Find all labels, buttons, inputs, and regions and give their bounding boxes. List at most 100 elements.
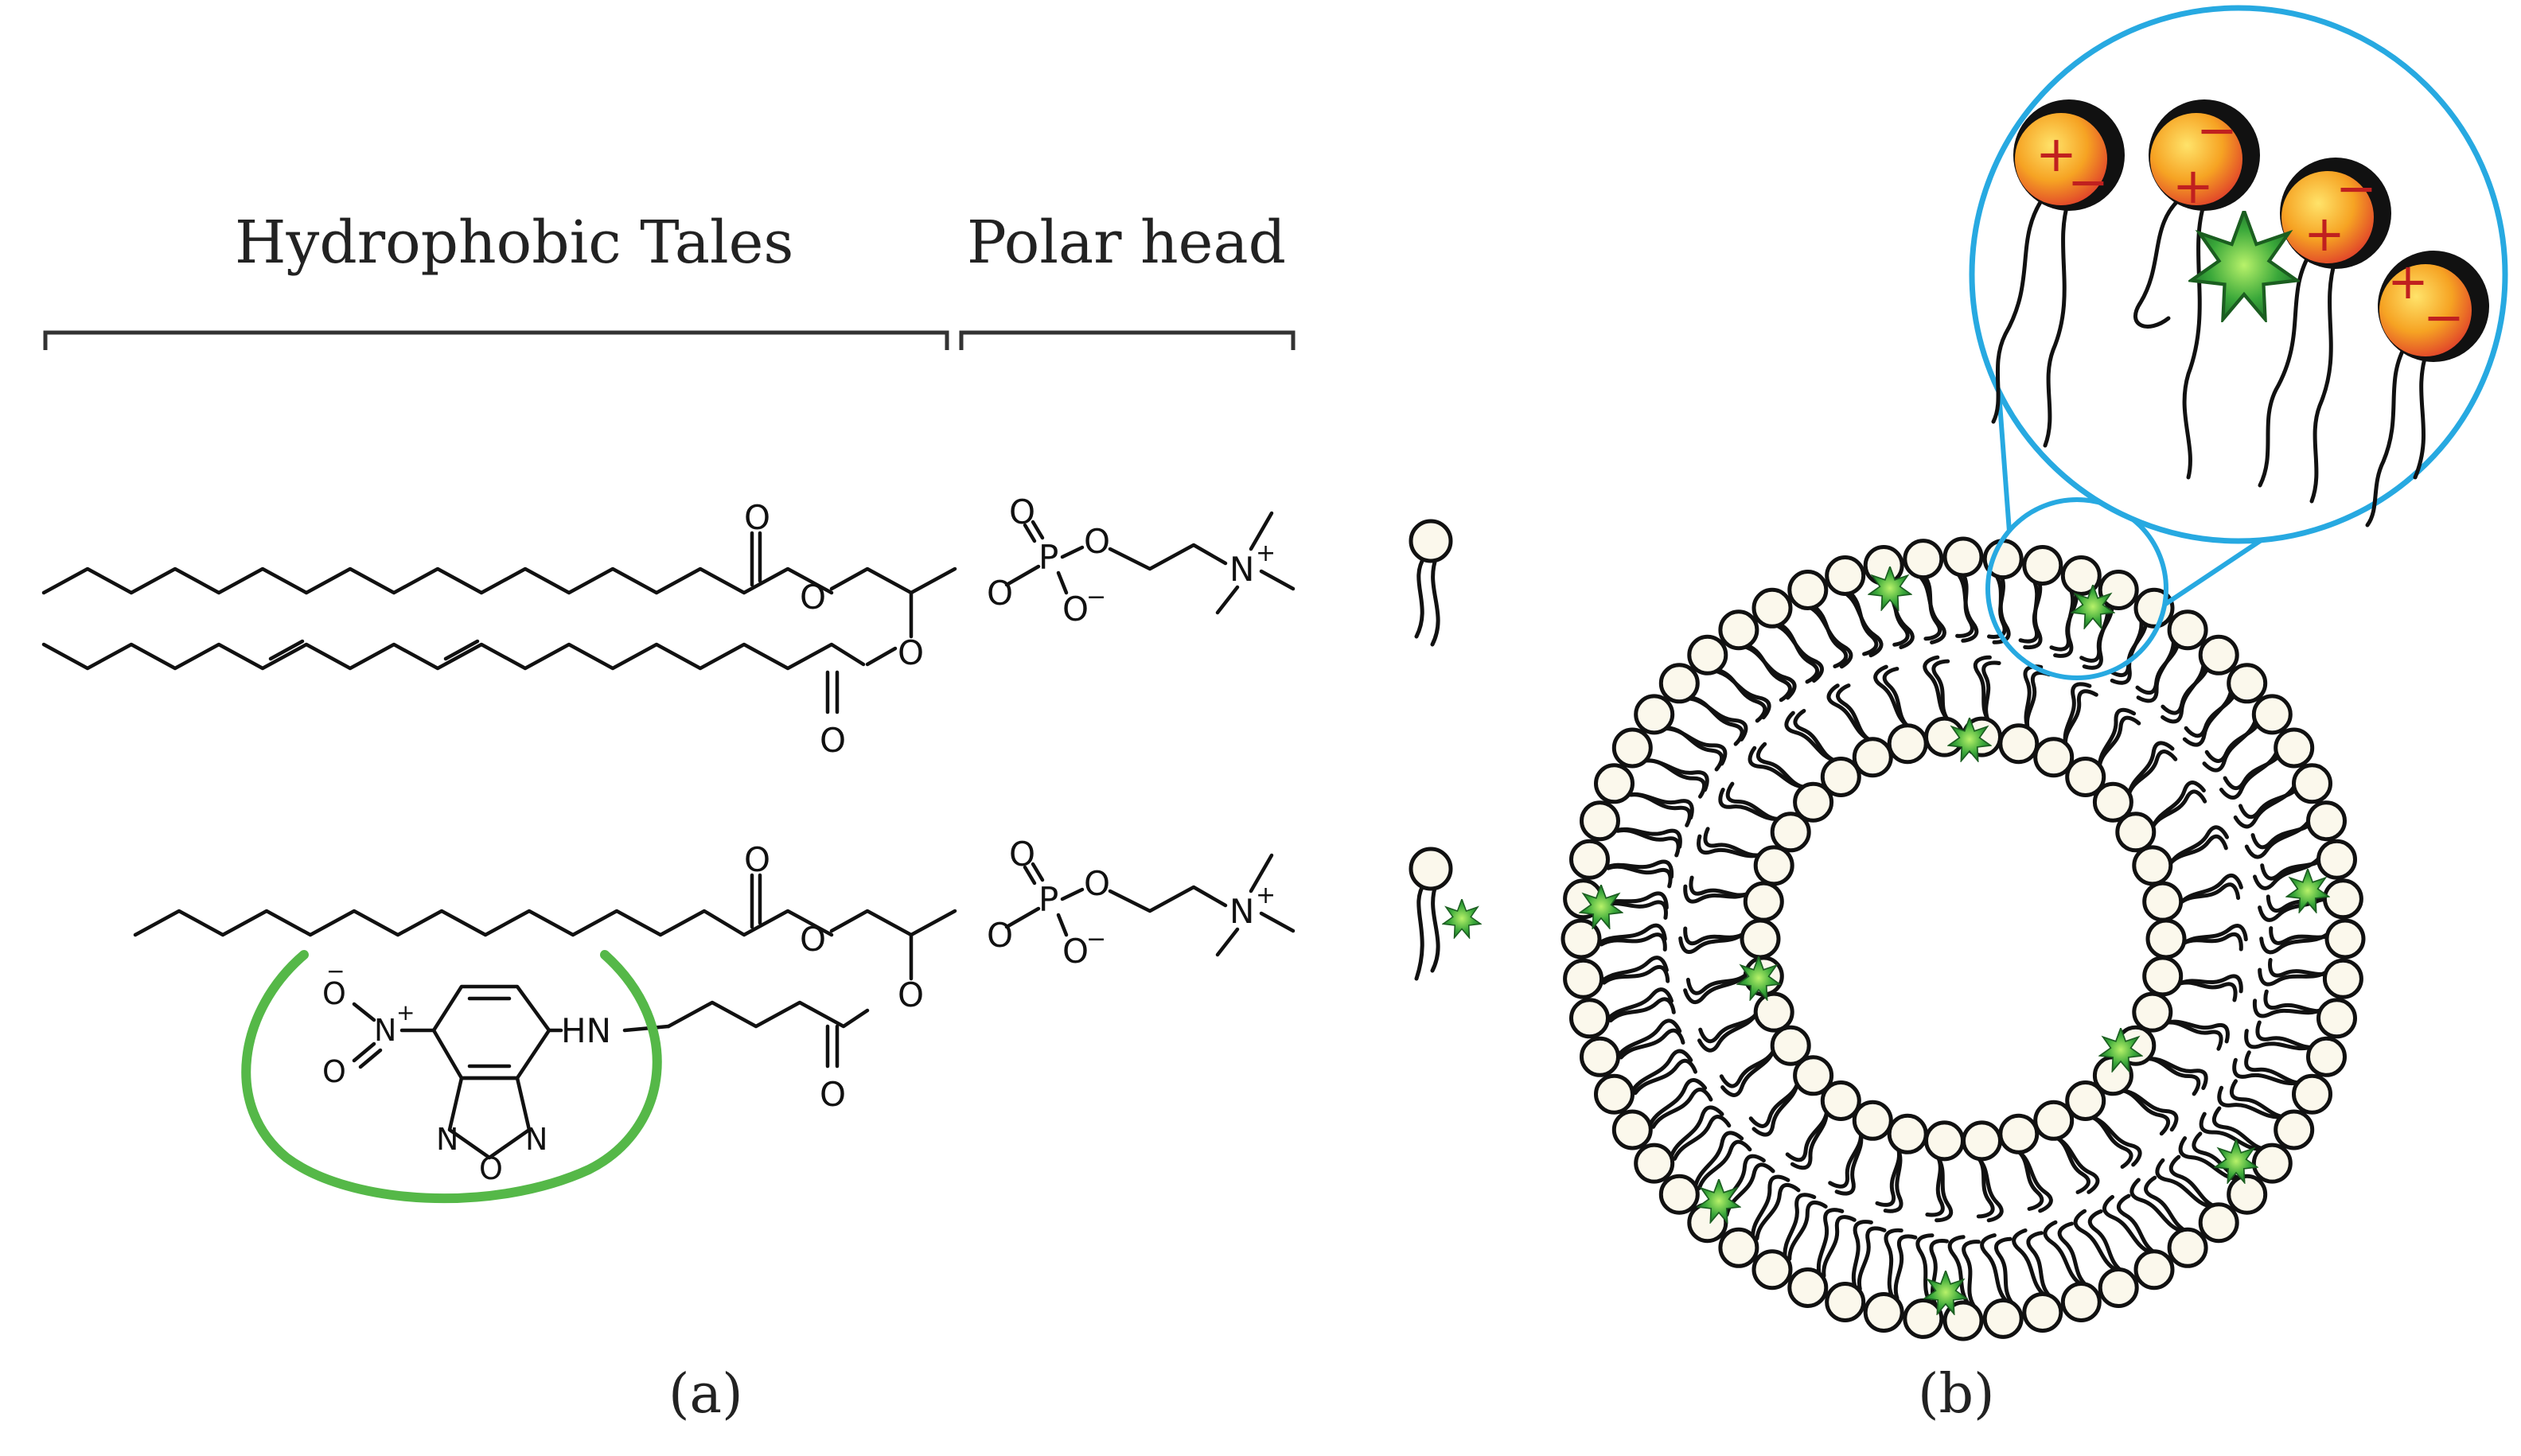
phosphate-charge: −: [1086, 583, 1106, 611]
inner-lipid-tail: [1975, 1154, 1995, 1219]
inner-lipid-head: [1852, 1100, 1893, 1141]
inner-lipid-head: [2065, 757, 2106, 797]
outer-lipid-tail: [1962, 1240, 1981, 1308]
outer-lipid-head: [2316, 839, 2357, 880]
outer-lipid-tail: [1787, 1201, 1828, 1261]
zoomed-head-3: [2281, 171, 2374, 263]
outer-lipid-tail: [2258, 967, 2330, 987]
hydrophobic-tails-label: Hydrophobic Tales: [235, 208, 793, 277]
outer-lipid-head: [2022, 1292, 2063, 1333]
inner-lipid-tail: [2149, 789, 2207, 831]
panel-label-b: (b): [1918, 1363, 1995, 1426]
inner-lipid-tail: [1882, 667, 1911, 730]
outer-lipid-tail: [2129, 1178, 2185, 1234]
inner-lipid-tail: [1685, 971, 1750, 995]
outer-lipid-head: [2274, 727, 2315, 769]
outer-lipid-head: [1634, 694, 1675, 735]
outer-lipid-tail: [2263, 989, 2330, 1014]
phosphorus: P: [1038, 538, 1058, 577]
outer-lipid-tail: [2161, 660, 2211, 715]
outer-lipid-tail: [2184, 687, 2239, 738]
outer-lipid-tail: [1929, 1239, 1949, 1306]
outer-lipid-tail: [1647, 1078, 1708, 1129]
outer-lipid-head: [2292, 1073, 2332, 1115]
outer-lipid-tail: [1716, 668, 1767, 723]
outer-lipid-tail: [1596, 923, 1667, 947]
inner-lipid-head: [1820, 757, 1861, 797]
inner-lipid-head: [2092, 781, 2133, 823]
outer-lipid-tail: [2244, 1029, 2315, 1051]
outer-lipid-tail: [1651, 1088, 1713, 1129]
outer-lipid-tail: [2087, 1209, 2125, 1274]
outer-lipid-head: [1658, 1174, 1700, 1215]
outer-lipid-tail: [2211, 1106, 2270, 1152]
outer-lipid-head: [2198, 1202, 2239, 1244]
inner-lipid-head: [2142, 881, 2184, 922]
outer-lipid-tail: [1689, 695, 1744, 746]
outer-lipid-tail: [2057, 1221, 2089, 1288]
inner-lipid-head: [1998, 1113, 2040, 1154]
outer-lipid-tail: [1602, 965, 1670, 985]
inner-lipid-tail: [1689, 875, 1751, 897]
outer-lipid-tail: [2268, 958, 2336, 978]
outer-lipid-tail: [2049, 586, 2079, 652]
outer-lipid-tail: [2252, 999, 2324, 1018]
outer-lipid-head: [2198, 634, 2239, 675]
outer-lipid-tail: [2266, 893, 2334, 913]
inner-lipid-tail: [2179, 932, 2243, 952]
outer-lipid-tail: [1980, 1233, 2009, 1304]
outer-lipid-head: [2022, 545, 2063, 586]
outer-lipid-head: [1563, 958, 1604, 999]
choline-charge: +: [1256, 539, 1276, 567]
outer-lipid-head: [1594, 763, 1635, 804]
outer-lipid-tail: [2223, 749, 2285, 790]
charge-minus-4: −: [2423, 288, 2465, 346]
inner-lipid-head: [2065, 1080, 2106, 1121]
outer-lipid-head: [2227, 1174, 2268, 1215]
outer-lipid-head: [2322, 878, 2363, 920]
phosphate-oxygen-3: O: [1062, 590, 1089, 629]
outer-lipid-head: [2324, 918, 2366, 960]
outer-lipid-head: [1561, 918, 1602, 960]
inner-lipid-head: [1770, 812, 1811, 853]
outer-lipid-tail: [2232, 1057, 2302, 1086]
inner-lipid-tail: [2118, 1088, 2171, 1136]
outer-lipid-tail: [1598, 956, 1669, 985]
zoomed-lipids: + − − + − + + −: [1991, 99, 2489, 528]
inner-lipid-tail: [1785, 1108, 1829, 1162]
outer-lipid-tail: [1668, 1105, 1724, 1161]
outer-lipid-tail: [1822, 1215, 1857, 1279]
inner-lipid-head: [1753, 845, 1794, 886]
inner-lipid-tail: [1703, 827, 1764, 858]
inner-lipid-head: [1887, 723, 1928, 765]
inner-lipid-head: [1743, 881, 1784, 922]
inner-lipid-tail: [2176, 882, 2241, 906]
outer-lipid-head: [2306, 1036, 2347, 1077]
inner-lipid-head: [2132, 845, 2173, 886]
outer-lipid-tail: [1755, 1182, 1801, 1241]
inner-lipid-tail: [1720, 1047, 1776, 1097]
inner-lipid-head: [1924, 1120, 1965, 1162]
outer-lipid-head: [2306, 800, 2347, 842]
outer-lipid-tail: [1842, 590, 1884, 658]
outer-lipid-tail: [2155, 1158, 2215, 1209]
inner-lipid-head: [1770, 1025, 1811, 1066]
inner-lipid-head: [2115, 812, 2157, 853]
outer-lipid-tail: [1666, 726, 1724, 772]
inner-lipid-head: [1887, 1113, 1928, 1154]
phosphate-oxygen-8: O: [1084, 864, 1110, 903]
ester-oxygen-3: O: [800, 920, 826, 959]
inner-lipid-tail: [1925, 1154, 1945, 1217]
outer-lipid-tail: [1662, 726, 1728, 766]
phosphorus-2: P: [1038, 880, 1058, 919]
outer-lipid-head: [1634, 1143, 1675, 1184]
acyl-chain-3: [133, 909, 834, 937]
inner-lipid-tail: [2063, 689, 2098, 748]
outer-lipid-tail: [1615, 1018, 1682, 1060]
outer-lipid-head: [1787, 570, 1829, 610]
outer-lipid-head: [1569, 839, 1610, 880]
outer-lipid-tail: [1807, 605, 1853, 669]
outer-lipid-tail: [1599, 932, 1667, 952]
outer-lipid-tail: [2250, 818, 2317, 850]
outer-lipid-head: [2292, 763, 2332, 804]
